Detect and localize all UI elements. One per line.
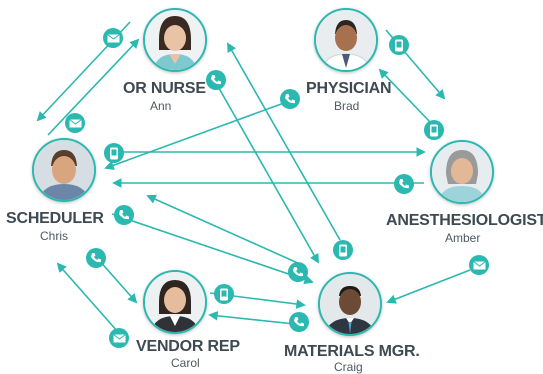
role-label: OR NURSE [123,80,206,97]
email-icon [469,255,489,275]
phone-icon [289,312,309,332]
role-label: SCHEDULER [6,210,104,227]
email-icon [109,328,129,348]
phone-icon [394,174,414,194]
avatar [318,272,382,336]
avatar [143,270,207,334]
arrow-materials-to-nurse [227,42,341,241]
role-label: PHYSICIAN [306,80,392,97]
avatar [430,140,494,204]
person-name: Craig [334,360,363,374]
person-name: Amber [445,231,481,245]
email-icon [103,28,123,48]
arrow-materials-to-vendor [208,311,305,326]
mobile-icon [104,143,124,163]
mobile-icon [389,35,409,55]
email-icon [65,113,85,133]
role-label: ANESTHESIOLOGIST [386,212,543,229]
phone-icon [86,248,106,268]
person-name: Carol [171,356,200,370]
mobile-icon [424,120,444,140]
mobile-icon [214,284,234,304]
arrow-vendor-to-scheduler [56,262,119,333]
arrow-nurse-to-materials [211,75,319,264]
avatar [32,138,96,202]
arrow-anesthesiologist-to-physician [378,68,433,125]
avatar [314,8,378,72]
phone-icon [288,262,308,282]
person-name: Chris [40,229,69,243]
phone-icon [206,70,226,90]
phone-icon [114,205,134,225]
person-name: Brad [334,99,360,113]
arrow-anesthesiologist-to-materials [386,269,471,304]
person-name: Ann [150,99,172,113]
arrow-scheduler-to-materials [111,213,314,285]
avatar [143,8,207,72]
arrow-physician-to-scheduler [104,102,285,170]
arrow-materials-to-scheduler [146,194,301,265]
phone-icon [280,89,300,109]
role-label: VENDOR REP [136,338,240,355]
role-label: MATERIALS MGR. [284,343,420,360]
mobile-icon [333,240,353,260]
arrow-scheduler-to-nurse [47,38,140,136]
